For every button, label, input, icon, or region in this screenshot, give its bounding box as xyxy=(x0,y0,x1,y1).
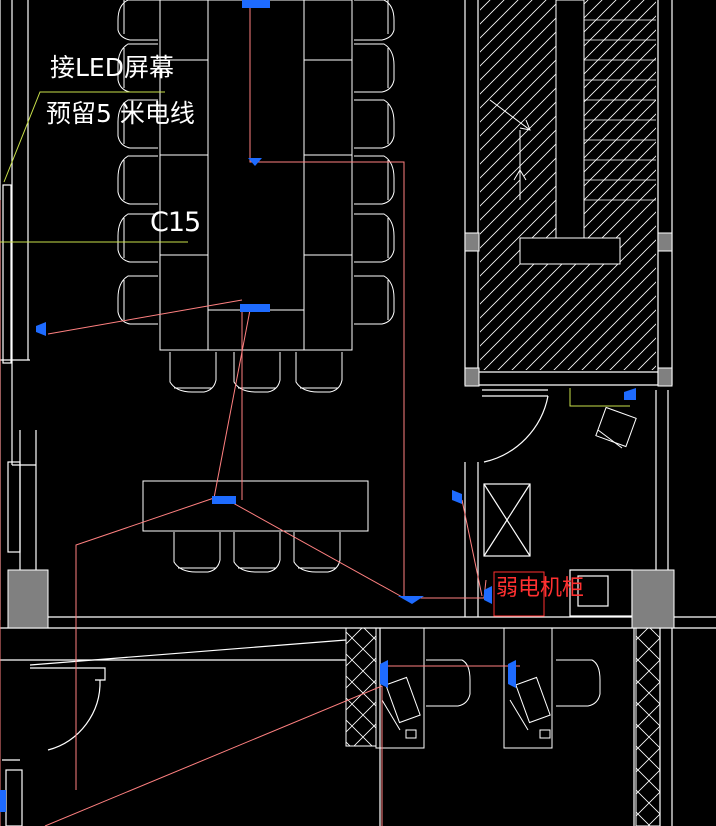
chairs-lower-table xyxy=(173,532,341,573)
chairs-left xyxy=(117,0,160,325)
stair-treads xyxy=(584,19,656,201)
lower-table xyxy=(142,480,369,532)
cable-runs xyxy=(0,5,520,826)
wall-socket-icon xyxy=(452,490,462,504)
desk-area xyxy=(375,627,601,749)
chairs-right xyxy=(354,0,395,325)
wall-socket-icon xyxy=(380,660,388,688)
floor-outlet-icon xyxy=(242,0,270,8)
stair-steps xyxy=(489,0,621,265)
wall-socket-icon xyxy=(624,388,636,400)
wall-socket-icon xyxy=(36,322,46,336)
cabinet-box xyxy=(493,571,545,617)
ceiling-socket-icon xyxy=(248,158,262,166)
wall-socket-icon xyxy=(484,586,492,604)
conference-table xyxy=(159,0,353,351)
wall-socket-icon xyxy=(508,660,516,688)
weak-current-cabinet-label: 弱电机柜 xyxy=(496,576,585,601)
ceiling-socket-icon xyxy=(398,596,424,604)
office-chair xyxy=(595,406,637,449)
columns xyxy=(7,232,675,629)
leader-lines xyxy=(0,91,630,407)
column-hatch-right xyxy=(635,627,661,826)
reserved-cable-note: 预留5 米电线 xyxy=(46,99,195,128)
chairs-table-bottom xyxy=(169,352,343,393)
circuit-label: C15 xyxy=(150,207,201,238)
column-hatch-left xyxy=(345,627,377,747)
floor-outlet-icon xyxy=(212,496,236,504)
led-screen-note: 接LED屏幕 xyxy=(50,53,174,82)
wall-socket-icon xyxy=(0,790,6,812)
floor-outlet-icon xyxy=(240,304,270,312)
